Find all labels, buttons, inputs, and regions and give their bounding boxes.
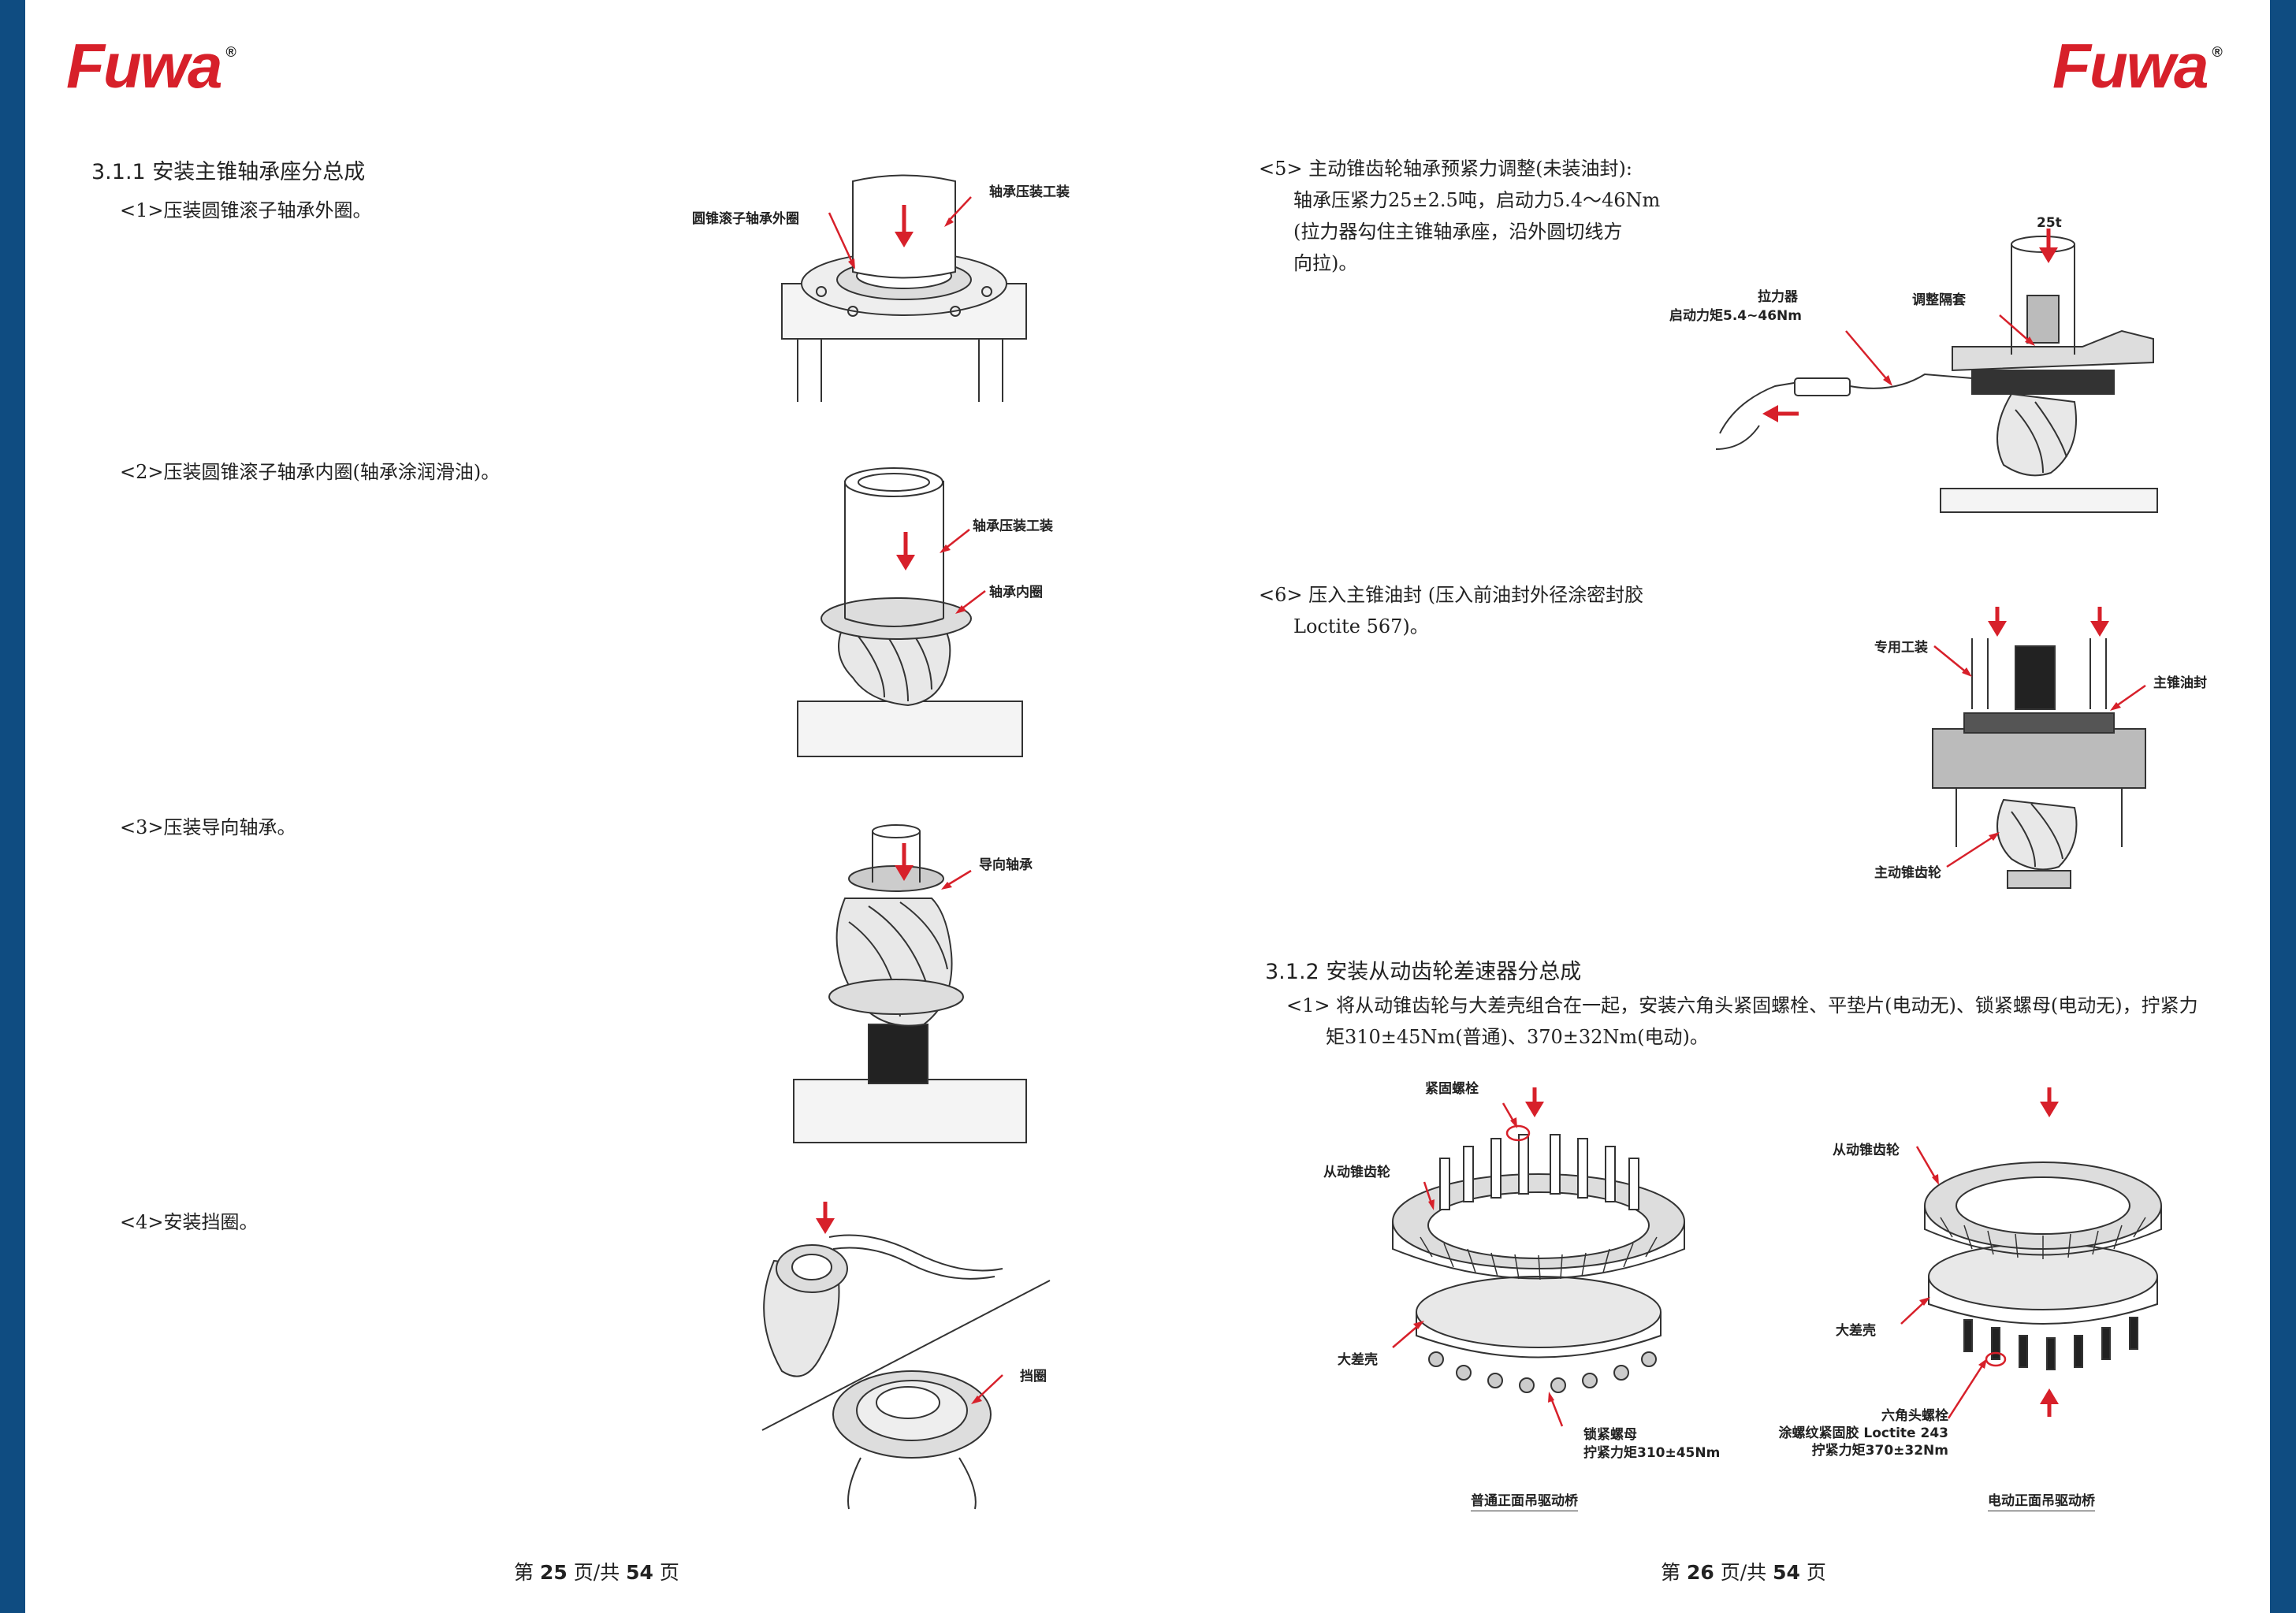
figure-snap-ring (761, 1202, 1051, 1510)
step-2-text: <2>压装圆锥滚子轴承内圈(轴承涂润滑油)。 (120, 461, 501, 483)
label-press-tool-2: 轴承压装工装 (973, 518, 1053, 534)
label-diff-case-left: 大差壳 (1338, 1352, 1378, 1368)
step-4-text: <4>安装挡圈。 (120, 1211, 259, 1233)
label-inner-race: 轴承内圈 (989, 585, 1043, 600)
figure-outer-race-press (781, 174, 1027, 402)
section-title-3-1-1: 3.1.1 安装主锥轴承座分总成 (91, 160, 366, 184)
figure-oil-seal-press (1932, 607, 2146, 889)
label-driven-gear-right: 从动锥齿轮 (1833, 1143, 1900, 1158)
label-spacer: 调整隔套 (1912, 292, 1966, 308)
label-special-tool: 专用工装 (1874, 640, 1928, 656)
footer-right-page-number: 第 26 页/共 54 页 (1661, 1561, 1826, 1584)
step-6-text: <6> 压入主锥油封 (压入前油封外径涂密封胶 Loctite 567)。 (1259, 584, 1644, 637)
label-diff-case-right: 大差壳 (1836, 1323, 1876, 1339)
figure-guide-bearing-press (793, 824, 1027, 1143)
label-fastening-bolt: 紧固螺栓 (1425, 1081, 1479, 1097)
figure-differential-standard (1392, 1087, 1685, 1427)
step-5-text: <5> 主动锥齿轮轴承预紧力调整(未装油封): 轴承压紧力25±2.5吨，启动力… (1259, 158, 1661, 274)
caption-electric-axle: 电动正面吊驱动桥 (1988, 1489, 2095, 1511)
figure-preload-adjust (1715, 229, 2158, 513)
label-outer-race: 圆锥滚子轴承外圈 (692, 211, 799, 227)
label-pinion-seal: 主锥油封 (2153, 675, 2207, 691)
step-1-text: <1>压装圆锥滚子轴承外圈。 (120, 199, 372, 221)
fuwa-logo-left: Fuwa® (66, 31, 236, 101)
label-driven-gear-left: 从动锥齿轮 (1323, 1165, 1390, 1180)
caption-standard-axle: 普通正面吊驱动桥 (1471, 1489, 1578, 1511)
fuwa-logo-right: Fuwa® (2052, 31, 2223, 101)
label-25t: 25t (2037, 215, 2062, 231)
figure-differential-electric (1900, 1087, 2162, 1419)
footer-left-page-number: 第 25 页/共 54 页 (514, 1561, 679, 1584)
document-spread: Fuwa® 3.1.1 安装主锥轴承座分总成 <1>压装圆锥滚子轴承外圈。 <2… (25, 0, 2270, 1613)
label-snap-ring: 挡圈 (1020, 1369, 1047, 1384)
label-start-torque: 启动力矩5.4~46Nm (1669, 308, 1802, 324)
label-press-tool-1: 轴承压装工装 (989, 184, 1070, 200)
section-title-3-1-2: 3.1.2 安装从动齿轮差速器分总成 (1265, 960, 1582, 984)
label-nut-torque: 拧紧力矩310±45Nm (1583, 1445, 1721, 1461)
step-3-text: <3>压装导向轴承。 (120, 816, 296, 838)
label-hex-bolt: 六角头螺栓 涂螺纹紧固胶 Loctite 243 拧紧力矩370±32Nm (1778, 1408, 1948, 1459)
label-guide-bearing: 导向轴承 (979, 857, 1033, 873)
diff-step-1-text: <1> 将从动锥齿轮与大差壳组合在一起，安装六角头紧固螺栓、平垫片(电动无)、锁… (1286, 994, 2198, 1048)
label-lock-nut: 锁紧螺母 (1583, 1427, 1637, 1443)
label-drive-pinion: 主动锥齿轮 (1874, 865, 1941, 881)
label-puller: 拉力器 (1758, 289, 1798, 305)
figure-inner-race-press (797, 467, 1023, 757)
